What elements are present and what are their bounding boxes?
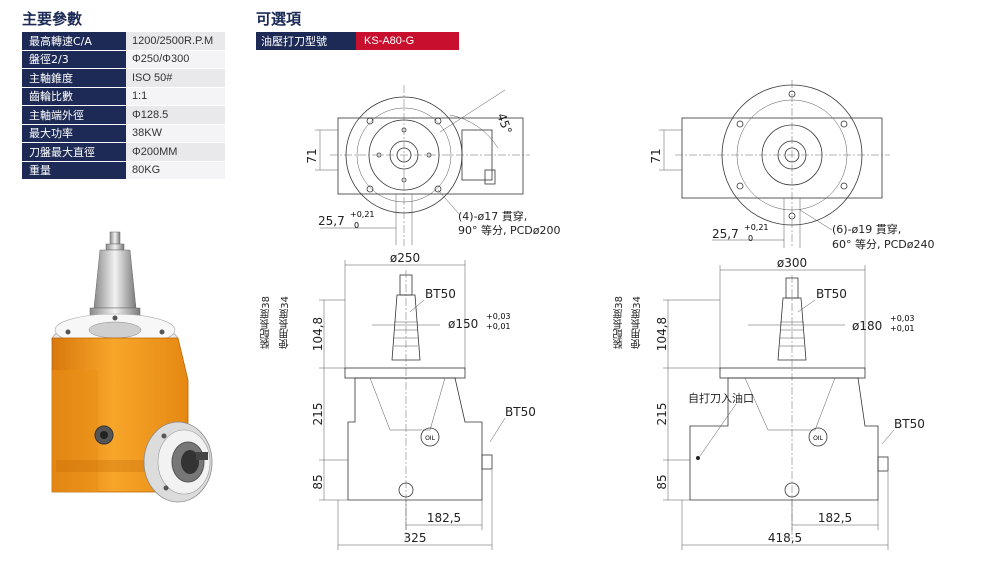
tol-25-7-upper: +0,21: [744, 223, 769, 232]
spec-value: 1200/2500R.P.M: [126, 32, 225, 51]
dim-25-7: 25,7: [712, 227, 739, 241]
spec-value: Φ250/Φ300: [126, 50, 225, 69]
dim-215: 215: [655, 403, 669, 426]
spec-label: 盤徑2/3: [22, 50, 126, 69]
dim-25-7: 25,7: [318, 214, 345, 228]
options-heading: 可選項: [256, 10, 302, 28]
bt-side-label: BT50: [505, 405, 536, 419]
bt-side-label: BT50: [894, 417, 925, 431]
dim-85: 85: [311, 474, 325, 489]
technical-drawing-left: 71 45° 25,7 +0,21 0 (4)-ø17 貫穿, 90° 等分, …: [305, 85, 561, 550]
option-bar: 油壓打刀型號 KS-A80-G: [256, 32, 459, 50]
dim-215: 215: [311, 403, 325, 426]
spec-label: 主軸端外徑: [22, 106, 126, 125]
spec-value: 80KG: [126, 161, 225, 180]
dim-104-8: 104,8: [311, 317, 325, 351]
spec-value: Φ128.5: [126, 106, 225, 125]
svg-text:OIL: OIL: [425, 435, 435, 442]
technical-drawing-right: 71 25,7 +0,21 0 (6)-ø19 貫穿, 60° 等分, PCDø…: [649, 80, 935, 550]
dim-45-angle: 45°: [494, 111, 514, 136]
len-38-right: 裝配長度38: [614, 296, 625, 349]
spec-label: 最高轉速C/A: [22, 32, 126, 51]
bt-top-label: BT50: [816, 287, 847, 301]
tol-180-lower: +0,01: [890, 324, 915, 333]
bt-top-label: BT50: [425, 287, 456, 301]
spec-label: 刀盤最大直徑: [22, 143, 126, 162]
spec-value: Φ200MM: [126, 143, 225, 162]
dim-104-8: 104,8: [655, 317, 669, 351]
main-params-heading: 主要參數: [22, 10, 83, 28]
hole-note-2: 90° 等分, PCDø200: [458, 223, 561, 237]
dim-dia-250: ø250: [390, 251, 420, 265]
dim-71: 71: [649, 148, 663, 163]
dim-182-5: 182,5: [818, 511, 852, 525]
spec-label: 最大功率: [22, 124, 126, 143]
angle-head-illustration: [51, 231, 213, 503]
dim-418-5: 418,5: [768, 531, 802, 545]
spec-value: ISO 50#: [126, 69, 225, 88]
svg-text:OIL: OIL: [813, 435, 823, 442]
dim-325: 325: [404, 531, 427, 545]
dim-dia-150: ø150: [448, 317, 478, 331]
spec-value: 38KW: [126, 124, 225, 143]
dim-dia-180: ø180: [852, 319, 882, 333]
tol-150-lower: +0,01: [486, 322, 511, 331]
option-label: 油壓打刀型號: [256, 32, 356, 50]
len-38-left: 裝配長度38: [261, 296, 272, 349]
spec-label: 齒輪比數: [22, 87, 126, 106]
hole-note-1: (6)-ø19 貫穿,: [832, 222, 901, 236]
len-34-left: 使用長度34: [280, 296, 291, 349]
hole-note-1: (4)-ø17 貫穿,: [458, 209, 527, 223]
tol-180-upper: +0,03: [890, 314, 915, 323]
tol-25-7-upper: +0,21: [350, 210, 375, 219]
spec-value: 1:1: [126, 87, 225, 106]
top-view-body: [681, 117, 883, 199]
dim-dia-300: ø300: [777, 256, 807, 270]
spec-label: 主軸錐度: [22, 69, 126, 88]
dim-71: 71: [305, 148, 319, 163]
hole-note-2: 60° 等分, PCDø240: [832, 237, 935, 251]
len-34-right: 使用長度34: [632, 296, 643, 349]
spec-label: 重量: [22, 161, 126, 180]
oil-inlet-note: 自打刀入油口: [688, 391, 754, 405]
dim-182-5: 182,5: [427, 511, 461, 525]
tol-150-upper: +0,03: [486, 312, 511, 321]
dim-85: 85: [655, 474, 669, 489]
tol-25-7-lower: 0: [748, 234, 753, 243]
option-value: KS-A80-G: [356, 32, 459, 50]
tol-25-7-lower: 0: [354, 221, 359, 230]
